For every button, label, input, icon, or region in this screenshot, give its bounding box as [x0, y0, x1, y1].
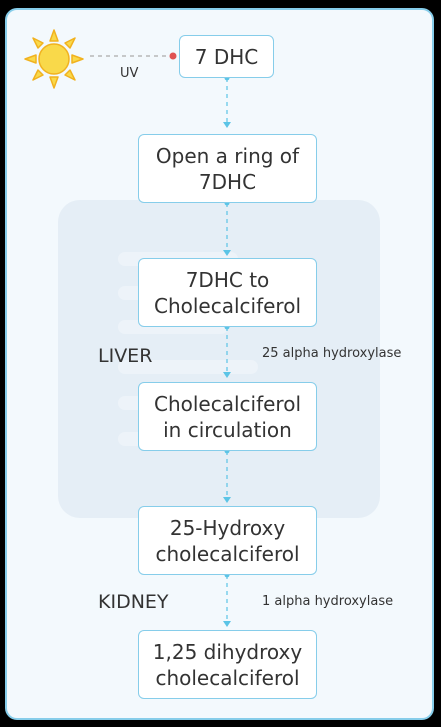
step-label: 7 DHC: [194, 44, 259, 69]
step-label: 25-Hydroxy cholecalciferol: [155, 515, 300, 566]
step-label: 1,25 dihydroxy cholecalciferol: [152, 639, 303, 690]
organ-liver: LIVER: [98, 345, 153, 367]
step-cholecalciferol-circulation: Cholecalciferol in circulation: [138, 382, 317, 451]
organ-kidney: KIDNEY: [98, 591, 169, 613]
step-1-25-dihydroxy: 1,25 dihydroxy cholecalciferol: [138, 630, 317, 699]
uv-dot: [169, 52, 177, 60]
step-label: Open a ring of 7DHC: [155, 143, 300, 194]
step-7dhc: 7 DHC: [179, 35, 274, 78]
step-open-ring: Open a ring of 7DHC: [138, 134, 317, 203]
sun-icon: [24, 29, 84, 89]
enzyme-liver: 25 alpha hydroxylase: [262, 346, 402, 361]
step-25-hydroxy: 25-Hydroxy cholecalciferol: [138, 506, 317, 575]
step-label: Cholecalciferol in circulation: [153, 391, 302, 442]
step-7dhc-to-cholecalciferol: 7DHC to Cholecalciferol: [138, 258, 317, 327]
uv-label: UV: [120, 66, 139, 81]
enzyme-kidney: 1 alpha hydroxylase: [262, 594, 394, 609]
step-label: 7DHC to Cholecalciferol: [153, 267, 302, 318]
